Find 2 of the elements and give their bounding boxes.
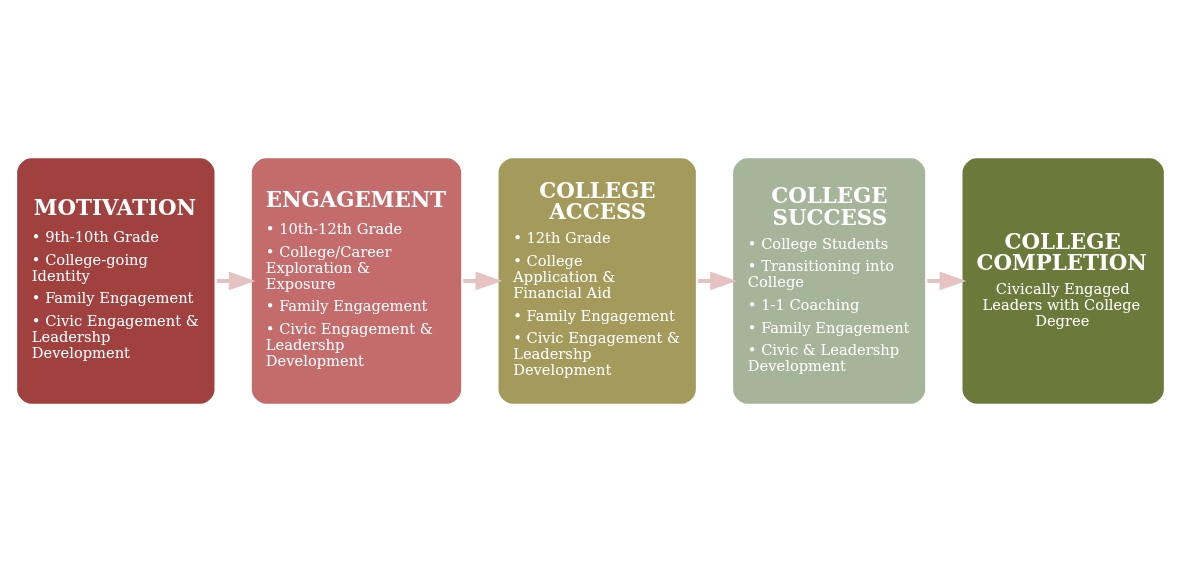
arrow [463, 271, 503, 291]
arrow [927, 271, 967, 291]
